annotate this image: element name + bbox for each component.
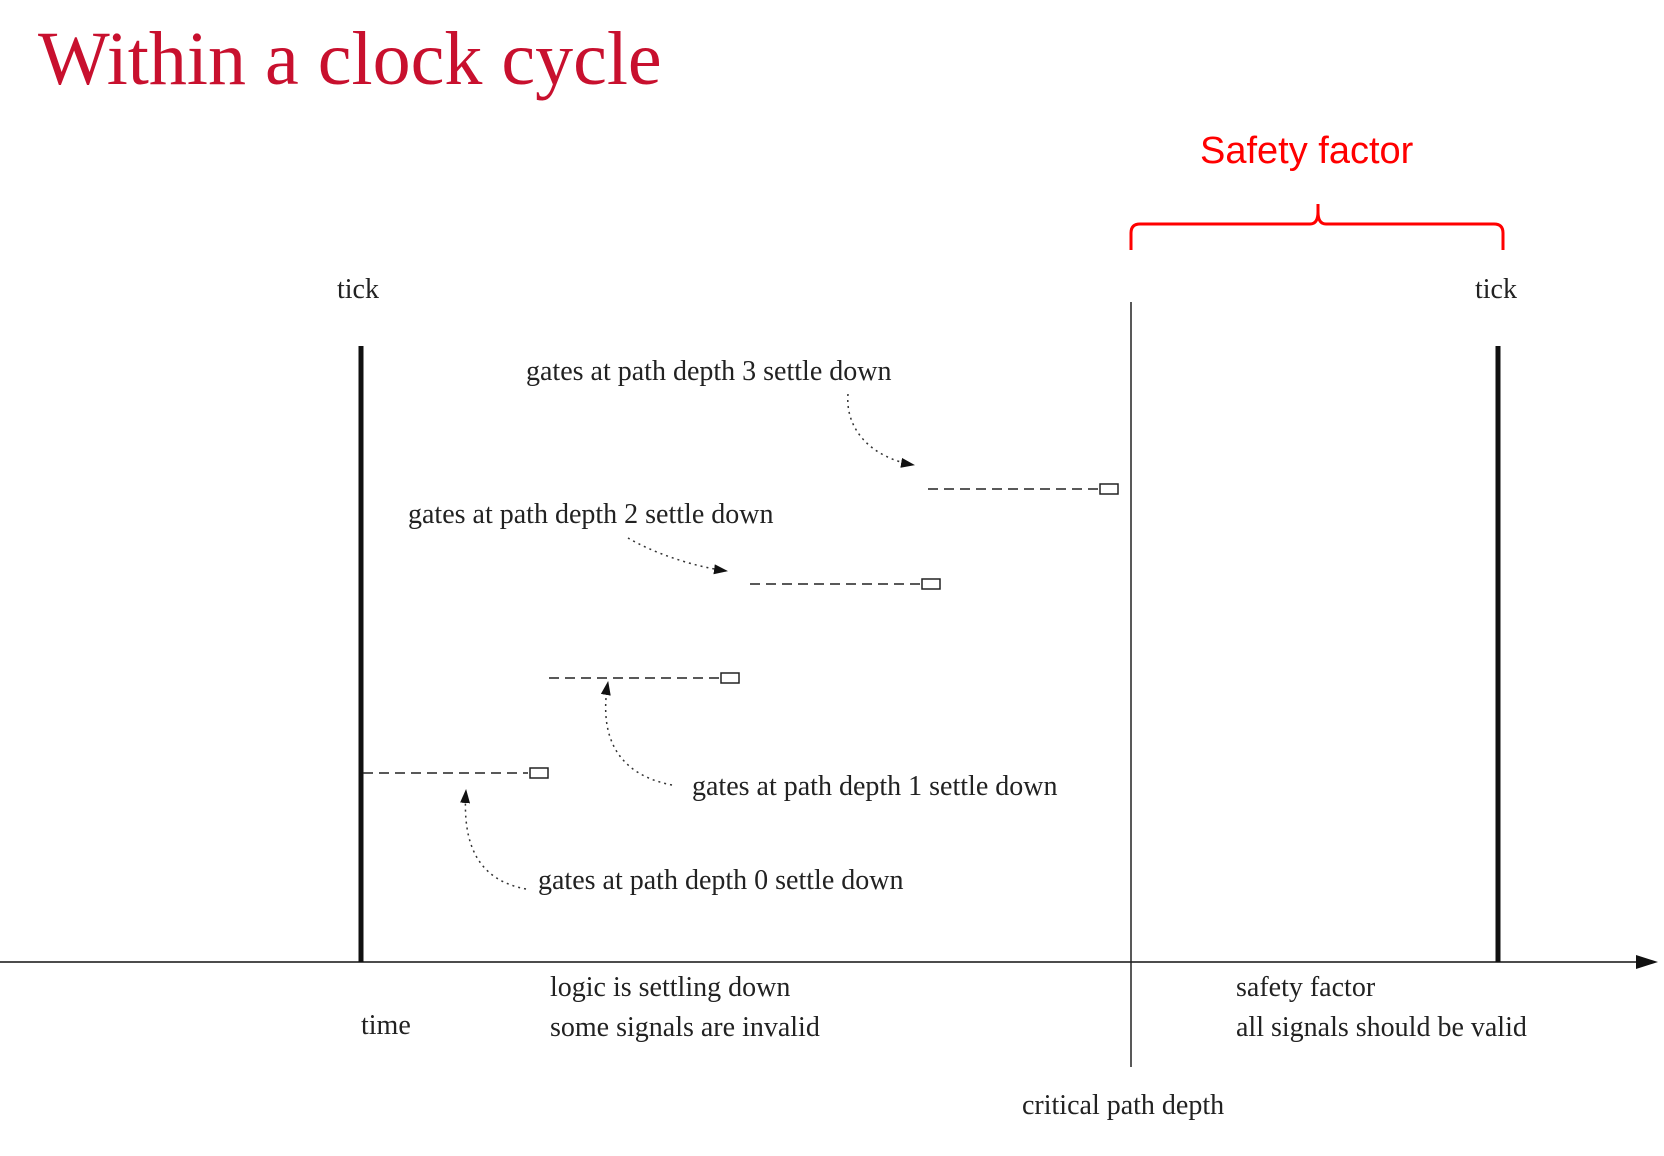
depth-3-label: gates at path depth 3 settle down [526, 356, 892, 387]
depth-0-marker [529, 767, 549, 779]
time-axis-arrowhead [1636, 955, 1658, 969]
depth-2-label: gates at path depth 2 settle down [408, 499, 774, 530]
safety-bracket [1129, 204, 1505, 250]
tick-label-left: tick [337, 274, 379, 305]
critical-path-depth-label: critical path depth [1022, 1090, 1225, 1121]
time-axis-label: time [361, 1010, 411, 1041]
settling-label-line-1: logic is settling down [550, 972, 791, 1003]
safety-factor-bracket-label: Safety factor [1200, 130, 1414, 172]
depth-2-pointer-arrow [627, 537, 728, 575]
depth-3-pointer-arrow [847, 393, 915, 468]
depth-1-pointer-arrow [600, 681, 673, 786]
safety-label-line-1: safety factor [1236, 972, 1376, 1003]
safety-label-line-2: all signals should be valid [1236, 1012, 1527, 1043]
slide-title: Within a clock cycle [38, 17, 662, 101]
depth-1-marker [720, 672, 740, 684]
depth-0-pointer-arrow [460, 789, 527, 890]
tick-label-right: tick [1475, 274, 1517, 305]
depth-1-label: gates at path depth 1 settle down [692, 771, 1058, 802]
depth-0-label: gates at path depth 0 settle down [538, 865, 904, 896]
depth-3-marker [1099, 483, 1119, 495]
depth-2-marker [921, 578, 941, 590]
settling-label-line-2: some signals are invalid [550, 1012, 820, 1043]
